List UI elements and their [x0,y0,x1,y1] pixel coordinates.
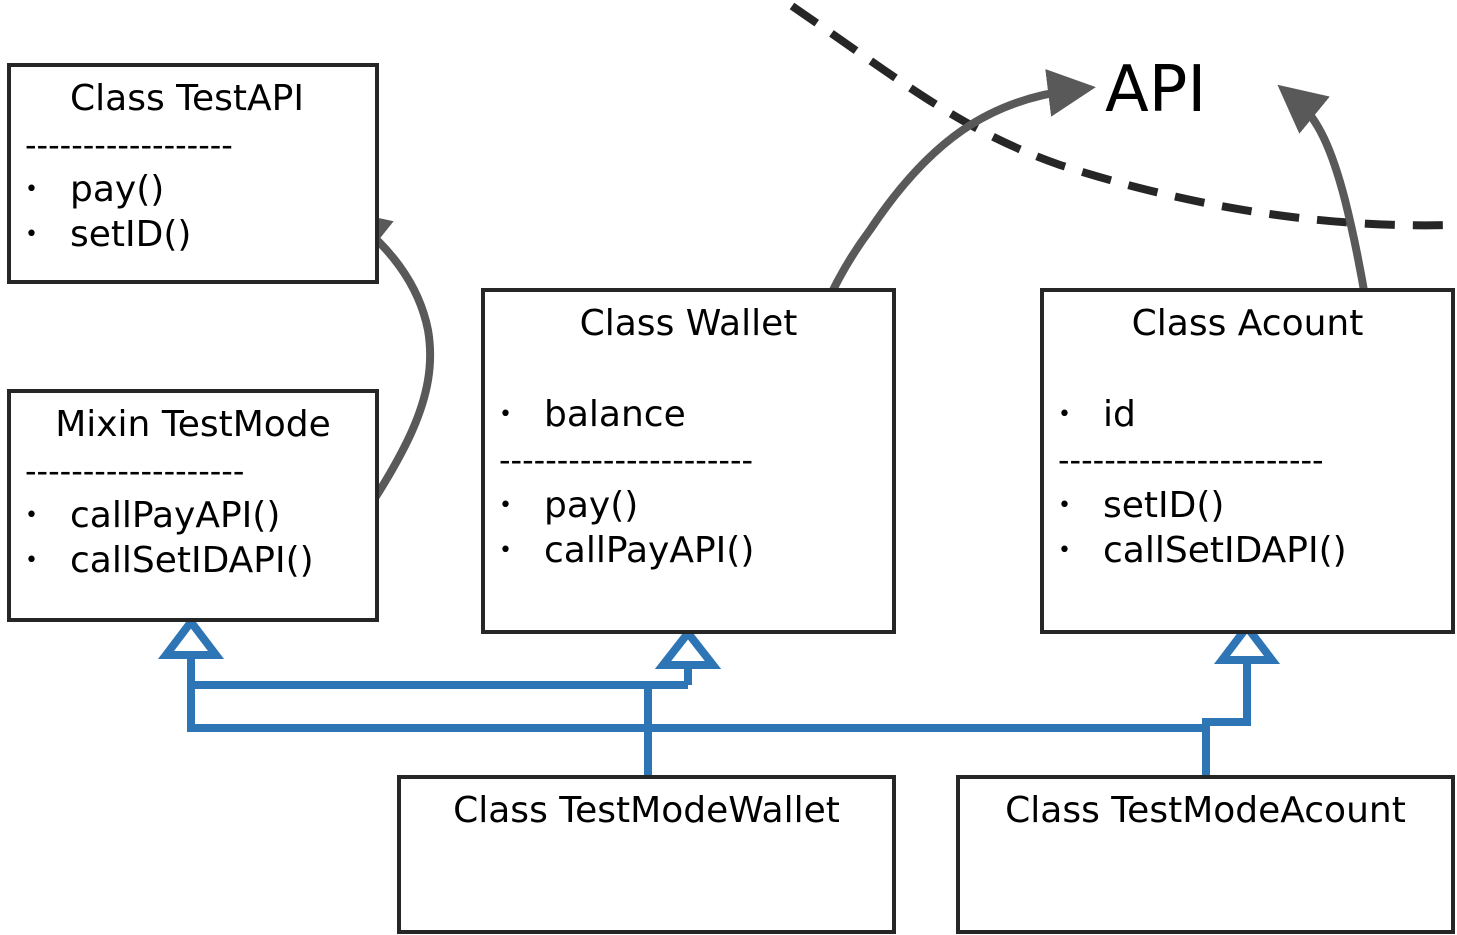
class-testmodeacount-box: Class TestModeAcount [956,775,1455,934]
bullet: • [25,177,38,202]
bullet: • [1058,538,1071,563]
class-wallet-title: Class Wallet [579,303,798,344]
bullet: • [499,402,512,427]
class-testapi-title: Class TestAPI [70,78,304,119]
class-acount-separator: ----------------------- [1058,441,1324,479]
inheritance-arrowhead-wallet [654,626,722,669]
class-acount-title: Class Acount [1131,303,1364,344]
bullet: • [499,493,512,518]
class-testapi-separator: ------------------ [25,126,233,164]
call-arrow-testmode-to-testapi [341,210,435,548]
class-testmodewallet-box: Class TestModeWallet [397,775,896,934]
class-testapi-method: pay() [70,169,165,210]
mixin-testmode-method: callSetIDAPI() [70,540,314,581]
inheritance-line-testmodeacount [187,660,1251,778]
bullet: • [1058,402,1071,427]
inheritance-arrowhead-acount [1213,620,1281,664]
bullet: • [25,503,38,528]
api-boundary-line [789,2,1453,230]
class-wallet-method: pay() [544,485,639,526]
bullet: • [25,548,38,573]
inheritance-arrowhead-testmode [157,615,225,659]
class-acount-method: callSetIDAPI() [1103,530,1347,571]
class-wallet-field: balance [544,394,686,435]
class-testmodeacount-title: Class TestModeAcount [1005,790,1406,831]
mixin-testmode-separator: ------------------- [25,452,245,490]
class-wallet-box: Class Wallet • balance -----------------… [481,288,896,634]
class-testapi-box: Class TestAPI ------------------ • pay()… [7,63,379,284]
class-testapi-method: setID() [70,214,192,255]
class-wallet-separator: ---------------------- [499,441,754,479]
class-testmodewallet-title: Class TestModeWallet [453,790,840,831]
mixin-testmode-title: Mixin TestMode [55,404,331,445]
bullet: • [499,538,512,563]
class-wallet-method: callPayAPI() [544,530,755,571]
inheritance-line-testmodewallet [187,655,692,778]
mixin-testmode-method: callPayAPI() [70,495,281,536]
api-label: API [1105,53,1207,127]
class-acount-field: id [1103,394,1136,435]
class-acount-box: Class Acount • id ----------------------… [1040,288,1455,634]
mixin-testmode-box: Mixin TestMode ------------------- • cal… [7,389,379,622]
bullet: • [25,222,38,247]
class-acount-method: setID() [1103,485,1225,526]
bullet: • [1058,493,1071,518]
